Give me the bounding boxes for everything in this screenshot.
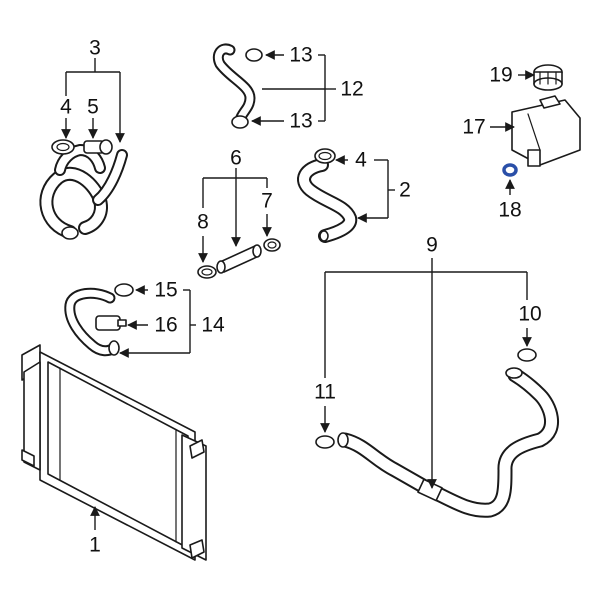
callout-13-bottom: 13 xyxy=(289,110,312,133)
seal-highlighted xyxy=(502,163,518,177)
clamp-4-right xyxy=(314,148,336,164)
callout-12: 12 xyxy=(340,78,363,101)
callout-5: 5 xyxy=(87,96,99,119)
reservoir-cap xyxy=(533,64,563,91)
clamp-7 xyxy=(263,238,281,252)
clamp-upper-left xyxy=(51,139,75,155)
callout-10: 10 xyxy=(518,303,541,326)
callout-14: 14 xyxy=(201,314,225,337)
hose-2 xyxy=(297,158,358,243)
callout-19: 19 xyxy=(489,64,512,87)
leader-lines xyxy=(61,50,535,530)
clamp-10 xyxy=(517,348,537,362)
callout-11: 11 xyxy=(314,381,336,404)
callout-1: 1 xyxy=(89,534,101,557)
clamp-15 xyxy=(114,283,134,297)
reservoir xyxy=(511,95,581,167)
hose-6 xyxy=(216,244,262,274)
radiator xyxy=(21,344,207,561)
callout-4-left: 4 xyxy=(60,96,72,119)
callout-7: 7 xyxy=(261,190,273,213)
callout-2: 2 xyxy=(399,179,411,202)
clamp-11 xyxy=(315,435,335,449)
lower-right-hose xyxy=(337,367,559,518)
upper-left-hose xyxy=(39,144,128,240)
left-lower-hose xyxy=(64,287,120,357)
callout-18: 18 xyxy=(498,199,521,222)
sensor-16 xyxy=(95,315,127,331)
callout-17: 17 xyxy=(462,116,485,139)
connector-upper-left xyxy=(83,139,113,155)
callout-6: 6 xyxy=(230,147,242,170)
callout-3: 3 xyxy=(89,37,101,60)
callout-16: 16 xyxy=(154,314,177,337)
callout-15: 15 xyxy=(154,279,177,302)
callout-4-right: 4 xyxy=(355,149,367,172)
clamp-8 xyxy=(197,265,217,279)
callout-13-top: 13 xyxy=(289,44,312,67)
callout-8: 8 xyxy=(197,211,209,234)
callout-9: 9 xyxy=(426,234,438,257)
bypass-hose-top xyxy=(212,43,263,129)
callouts: 1 2 3 4 4 5 6 7 8 9 10 11 12 13 13 14 15… xyxy=(60,37,542,557)
